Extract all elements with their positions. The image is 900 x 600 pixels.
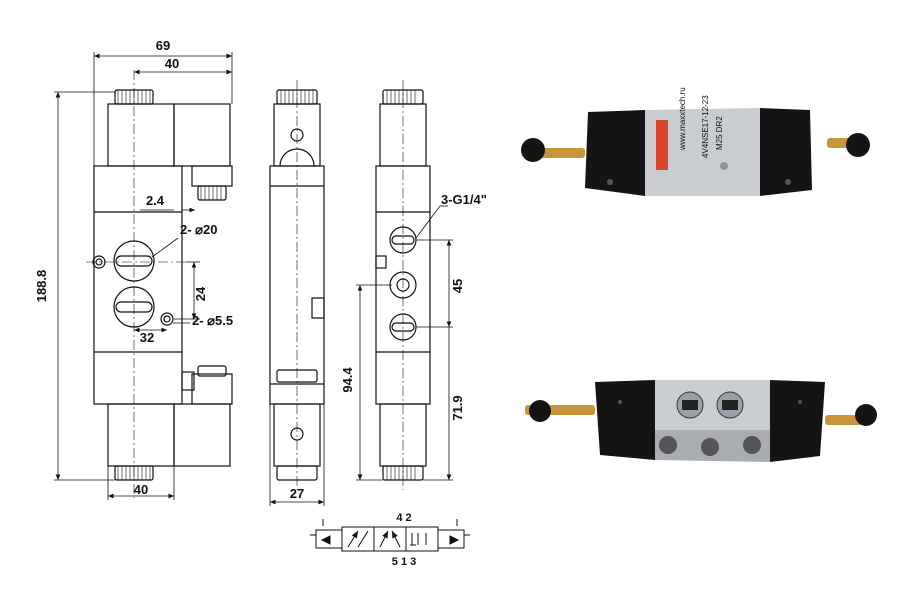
dim-thread-callout: 3-G1/4" [441, 192, 487, 207]
port-view [375, 80, 431, 490]
product-photo-top: www.maxxtech.ru 4V4NSE17-12-23 M25 DR2 [521, 87, 870, 196]
product-label-part-code: 4V4NSE17-12-23 [701, 95, 710, 158]
schematic-bottom-ports: 5 1 3 [392, 556, 416, 568]
dim-side-width: 27 [290, 486, 304, 501]
pneumatic-schematic [310, 519, 470, 552]
dim-bottom-width: 40 [134, 482, 148, 497]
dim-offset: 2.4 [146, 193, 165, 208]
front-dimension-lines [54, 52, 233, 500]
schematic-top-ports: 4 2 [396, 512, 411, 524]
front-view [86, 70, 233, 498]
dim-port-spacing-horizontal: 32 [140, 330, 154, 345]
product-label-sticker [656, 120, 668, 170]
side-dimension-lines [269, 404, 325, 506]
port-dimension-lines [356, 205, 453, 481]
dim-height-total: 188.8 [34, 270, 49, 303]
dim-width-coil: 40 [165, 56, 179, 71]
product-label-url: www.maxxtech.ru [678, 87, 687, 151]
dim-port-pitch: 45 [450, 279, 465, 293]
dim-height-mid: 94.4 [340, 367, 355, 393]
dim-mount-hole-spacing: 24 [193, 286, 208, 301]
product-label-side-code: M25 DR2 [715, 116, 724, 150]
dim-height-lower: 71.9 [450, 395, 465, 420]
dim-mount-hole-diameter: 2- ⌀5.5 [192, 313, 233, 328]
product-photo-bottom [525, 380, 877, 462]
side-view [269, 80, 325, 490]
dim-port-diameter: 2- ⌀20 [180, 222, 217, 237]
dim-width-total: 69 [156, 38, 170, 53]
